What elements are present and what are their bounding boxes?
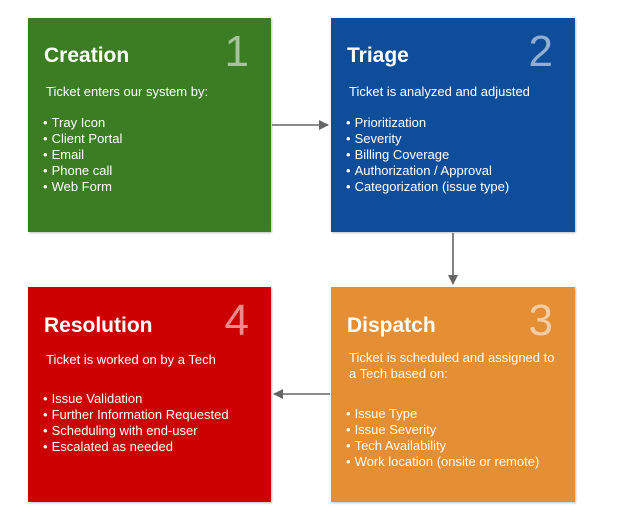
list-item: Escalated as needed [43, 439, 229, 455]
list-item: Issue Validation [43, 391, 229, 407]
dispatch-stage-box: Dispatch 3 Ticket is scheduled and assig… [331, 287, 575, 502]
list-item: Billing Coverage [346, 147, 509, 163]
resolution-intro: Ticket is worked on by a Tech [46, 352, 216, 367]
triage-title: Triage [347, 44, 409, 67]
dispatch-intro: Ticket is scheduled and assigned to a Te… [349, 350, 555, 381]
list-item: Authorization / Approval [346, 163, 509, 179]
list-item: Severity [346, 131, 509, 147]
dispatch-list: Issue Type Issue Severity Tech Availabil… [346, 406, 540, 470]
list-item: Email [43, 147, 122, 163]
creation-title: Creation [44, 44, 130, 67]
triage-list: Prioritization Severity Billing Coverage… [346, 115, 510, 195]
list-item: Prioritization [346, 115, 509, 131]
list-item: Work location (onsite or remote) [346, 454, 540, 470]
list-item: Further Information Requested [43, 407, 229, 423]
creation-step-number: 1 [224, 27, 249, 76]
resolution-step-number: 4 [224, 296, 249, 345]
triage-intro: Ticket is analyzed and adjusted [349, 84, 530, 99]
list-item: Client Portal [43, 131, 123, 147]
list-item: Issue Type [346, 406, 539, 422]
resolution-stage-box: Resolution 4 Ticket is worked on by a Te… [28, 287, 271, 502]
list-item: Tech Availability [346, 438, 539, 454]
dispatch-step-number: 3 [528, 296, 553, 345]
list-item: Tray Icon [43, 115, 122, 131]
triage-stage-box: Triage 2 Ticket is analyzed and adjusted… [331, 18, 575, 232]
resolution-list: Issue Validation Further Information Req… [43, 391, 229, 455]
creation-intro: Ticket enters our system by: [46, 84, 209, 99]
list-item: Categorization (issue type) [346, 179, 510, 195]
list-item: Phone call [43, 163, 122, 179]
resolution-title: Resolution [44, 314, 153, 337]
list-item: Web Form [43, 179, 122, 195]
creation-list: Tray Icon Client Portal Email Phone call… [43, 115, 123, 195]
list-item: Scheduling with end-user [43, 423, 229, 439]
dispatch-title: Dispatch [347, 314, 436, 337]
triage-step-number: 2 [528, 27, 553, 76]
list-item: Issue Severity [346, 422, 539, 438]
creation-stage-box: Creation 1 Ticket enters our system by: … [28, 18, 271, 232]
